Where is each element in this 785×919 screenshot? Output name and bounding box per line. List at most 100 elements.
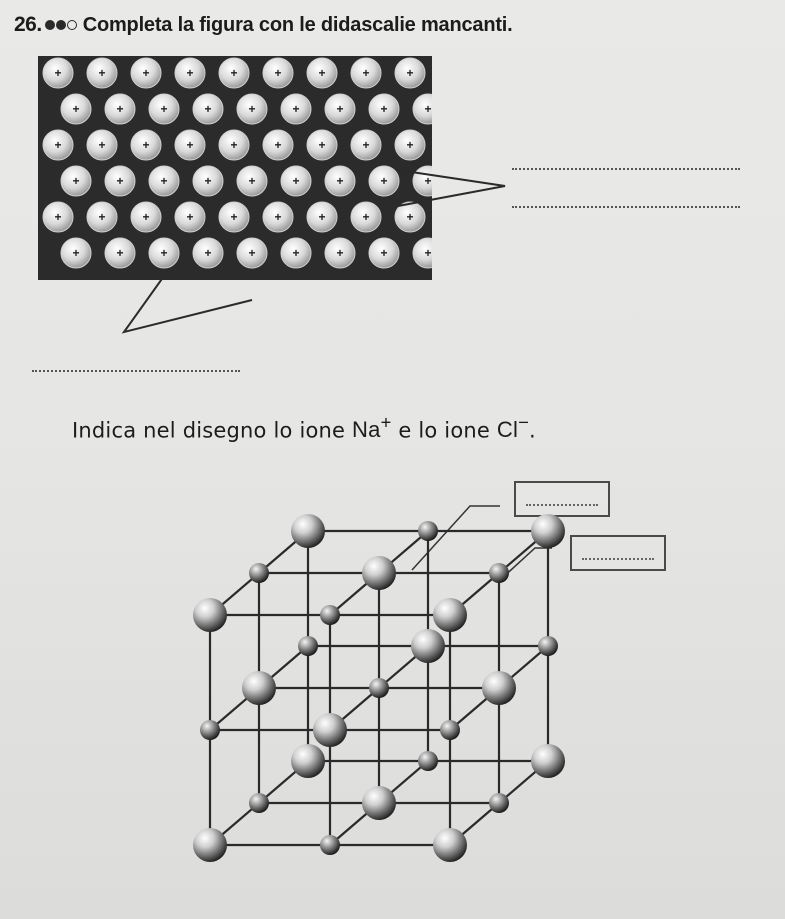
cation-charge-label: +	[362, 66, 369, 80]
metal-cation: +	[394, 57, 426, 89]
chloride-ion-sphere[interactable]	[313, 713, 347, 747]
answer-box-2[interactable]	[570, 535, 666, 571]
chloride-ion-sphere[interactable]	[193, 828, 227, 862]
sodium-charge: +	[380, 412, 392, 433]
sodium-ion-sphere[interactable]	[369, 678, 389, 698]
cation-charge-label: +	[54, 138, 61, 152]
sodium-ion-sphere[interactable]	[440, 720, 460, 740]
chloride-ion-sphere[interactable]	[433, 828, 467, 862]
sodium-ion-sphere[interactable]	[249, 563, 269, 583]
chloride-ion-sphere[interactable]	[291, 744, 325, 778]
metal-cation: +	[192, 93, 224, 125]
cation-charge-label: +	[204, 102, 211, 116]
metal-cation: +	[86, 129, 118, 161]
question-text-before: Indica nel disegno lo ione	[72, 418, 353, 443]
metal-cation: +	[280, 93, 312, 125]
cation-charge-label: +	[292, 174, 299, 188]
sodium-ion-sphere[interactable]	[249, 793, 269, 813]
sodium-ion-sphere[interactable]	[418, 751, 438, 771]
metal-cation: +	[368, 237, 400, 269]
metal-cation: +	[42, 129, 74, 161]
metal-cation: +	[130, 201, 162, 233]
chloride-ion-sphere[interactable]	[482, 671, 516, 705]
cation-charge-label: +	[406, 66, 413, 80]
metal-cation: +	[60, 165, 92, 197]
cation-charge-label: +	[292, 246, 299, 260]
sodium-ion-sphere[interactable]	[489, 563, 509, 583]
metal-cation: +	[306, 201, 338, 233]
metal-cation: +	[218, 201, 250, 233]
chloride-symbol: Cl	[496, 417, 519, 443]
chloride-ion-sphere[interactable]	[433, 598, 467, 632]
sodium-ion-sphere[interactable]	[298, 636, 318, 656]
cation-charge-label: +	[54, 66, 61, 80]
metal-cation: +	[148, 237, 180, 269]
chloride-ion-symbol: Cl−	[496, 412, 529, 443]
metal-cation: +	[394, 129, 426, 161]
chloride-ion-sphere[interactable]	[291, 514, 325, 548]
chloride-ion-sphere[interactable]	[411, 629, 445, 663]
caption-blank-2[interactable]	[512, 206, 740, 208]
metal-cation: +	[262, 57, 294, 89]
metal-cation: +	[174, 129, 206, 161]
answer-box-1[interactable]	[514, 481, 610, 517]
difficulty-dot-empty-icon	[66, 20, 77, 30]
question-text-middle: e lo ione	[391, 418, 497, 443]
metal-cation: +	[350, 201, 382, 233]
box-1-pointer-line	[411, 505, 500, 571]
cation-charge-label: +	[186, 210, 193, 224]
metal-ions-in-electron-sea: + + + + + + + + + + + + + + + + + + + + + + + + + + + + + + + + + + + + + + + +…	[42, 57, 432, 269]
cation-charge-label: +	[248, 174, 255, 188]
metal-cation: +	[60, 237, 92, 269]
metal-cation: +	[368, 165, 400, 197]
chloride-ion-sphere[interactable]	[242, 671, 276, 705]
metal-cation: +	[324, 165, 356, 197]
sodium-ion-sphere[interactable]	[320, 835, 340, 855]
sodium-ion-sphere[interactable]	[320, 605, 340, 625]
cation-charge-label: +	[160, 102, 167, 116]
chloride-ion-sphere[interactable]	[362, 786, 396, 820]
difficulty-dot-filled-icon	[44, 20, 55, 30]
chloride-ion-sphere[interactable]	[193, 598, 227, 632]
exercise-header: 26. Completa la figura con le didascalie…	[14, 12, 513, 38]
cation-charge-label: +	[204, 174, 211, 188]
caption-blank-bottom[interactable]	[32, 370, 240, 372]
cation-charge-label: +	[248, 102, 255, 116]
caption-blank-1[interactable]	[512, 168, 740, 170]
metal-cation: +	[280, 237, 312, 269]
cation-charge-label: +	[274, 138, 281, 152]
sodium-ion-sphere[interactable]	[418, 521, 438, 541]
metal-cation: +	[368, 93, 400, 125]
difficulty-dot-filled-icon	[55, 20, 66, 30]
metal-cation: +	[324, 93, 356, 125]
cation-charge-label: +	[230, 210, 237, 224]
cation-charge-label: +	[160, 174, 167, 188]
question-text: Indica nel disegno lo ione Na+ e lo ione…	[72, 412, 536, 443]
metal-cation: +	[306, 57, 338, 89]
crystal-bonds	[208, 529, 550, 847]
box-2-pointer-line	[499, 547, 552, 581]
sodium-ion-sphere[interactable]	[538, 636, 558, 656]
chloride-ion-sphere[interactable]	[531, 514, 565, 548]
cation-charge-label: +	[72, 174, 79, 188]
cation-charge-label: +	[318, 210, 325, 224]
cation-charge-label: +	[98, 66, 105, 80]
metal-cation: +	[236, 93, 268, 125]
cation-charge-label: +	[318, 138, 325, 152]
cation-charge-label: +	[336, 174, 343, 188]
cation-charge-label: +	[116, 174, 123, 188]
metal-cation: +	[218, 129, 250, 161]
sodium-ion-sphere[interactable]	[200, 720, 220, 740]
cation-charge-label: +	[160, 246, 167, 260]
cation-charge-label: +	[142, 210, 149, 224]
sodium-ion-sphere[interactable]	[489, 793, 509, 813]
cation-charge-label: +	[204, 246, 211, 260]
cation-charge-label: +	[292, 102, 299, 116]
chloride-ion-sphere[interactable]	[531, 744, 565, 778]
difficulty-indicator	[44, 20, 77, 30]
chloride-ion-sphere[interactable]	[362, 556, 396, 590]
metal-cation: +	[236, 237, 268, 269]
cation-charge-label: +	[116, 102, 123, 116]
metal-cation: +	[262, 201, 294, 233]
cation-charge-label: +	[186, 66, 193, 80]
